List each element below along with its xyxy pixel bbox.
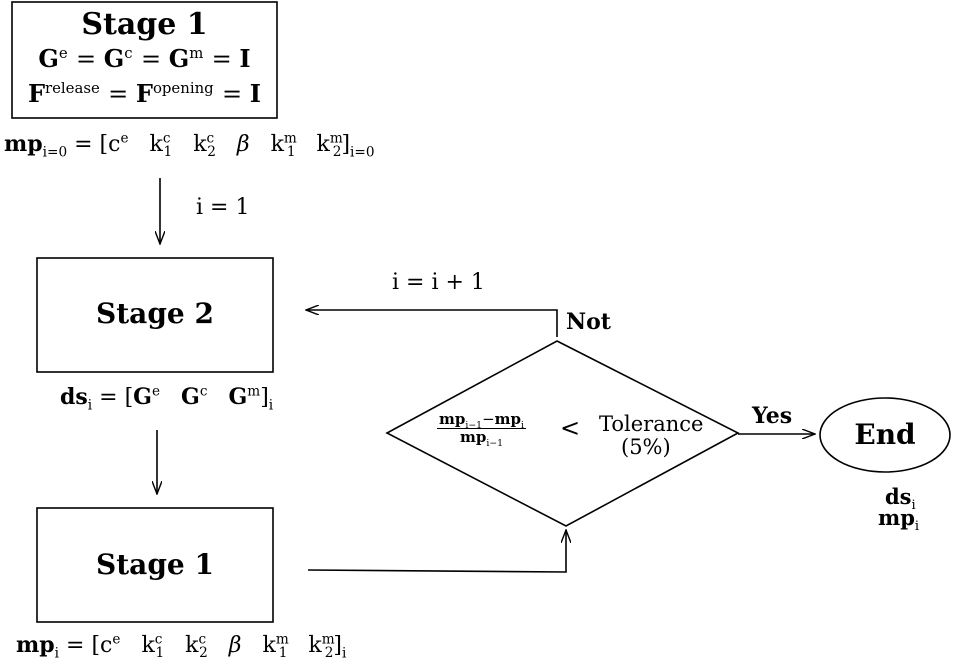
stage1-top-box (11, 1, 278, 119)
stage2-ds-vector: dsi = [Ge Gc Gm]i (60, 383, 274, 414)
stage1-top-mp-vector: mpi=0 = [ce kc1 kc2 β km1 km2]i=0 (4, 130, 375, 161)
stage1-top-eq2: Frelease = Fopening = I (27, 79, 262, 108)
not-label: Not (566, 309, 611, 335)
loop-increment-label: i = i + 1 (392, 270, 485, 295)
yes-label: Yes (752, 403, 793, 429)
end-ellipse (819, 397, 951, 473)
decision-fraction: mpi−1−mpi mpi−1 (437, 410, 526, 449)
decision-operator: < (560, 414, 581, 442)
iteration-init-label: i = 1 (196, 195, 250, 220)
stage2-box (36, 257, 274, 373)
arrow-loop-back (306, 310, 558, 337)
end-output-mp: mpi (878, 505, 920, 535)
decision-tolerance-value: (5%) (621, 435, 671, 459)
end-title: End (854, 418, 916, 451)
stage2-title: Stage 2 (96, 297, 214, 330)
stage1-bottom-title: Stage 1 (96, 548, 214, 581)
stage1-top-title: Stage 1 (81, 7, 208, 42)
decision-tolerance: Tolerance (599, 412, 704, 436)
stage1-bottom-mp-vector: mpi = [ce kc1 kc2 β km1 km2]i (16, 631, 347, 662)
arrow-stage1-to-decision (307, 530, 566, 573)
stage1-bottom-box (36, 507, 274, 623)
decision-diamond (385, 340, 740, 527)
stage1-top-eq1: Ge = Gc = Gm = I (38, 44, 251, 73)
end-output-ds: dsi (885, 484, 916, 514)
